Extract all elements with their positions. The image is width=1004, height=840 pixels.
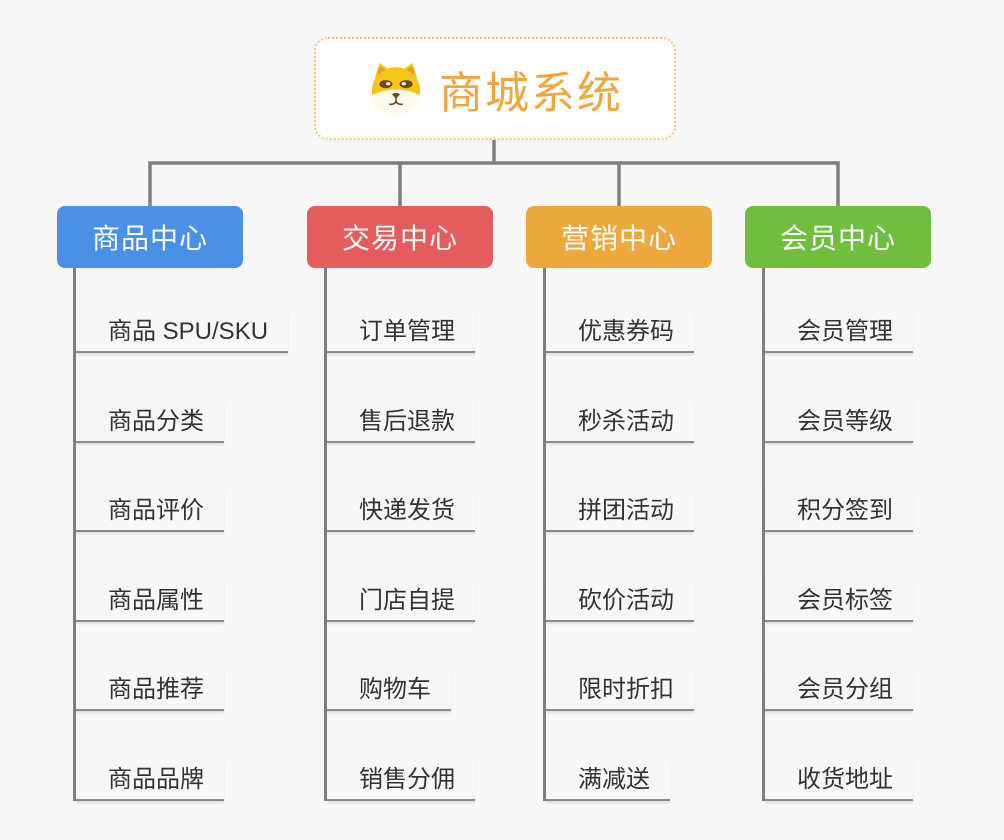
leaf-item[interactable]: 秒杀活动 bbox=[546, 353, 694, 443]
leaf-label: 门店自提 bbox=[327, 580, 475, 622]
leaf-item[interactable]: 拼团活动 bbox=[546, 443, 694, 532]
leaf-item[interactable]: 会员等级 bbox=[765, 353, 913, 443]
leaf-item[interactable]: 砍价活动 bbox=[546, 532, 694, 622]
leaf-label: 会员管理 bbox=[765, 311, 913, 353]
branch-header-trade[interactable]: 交易中心 bbox=[307, 206, 493, 268]
leaf-item[interactable]: 商品分类 bbox=[76, 353, 288, 443]
leaf-item[interactable]: 积分签到 bbox=[765, 443, 913, 532]
leaf-label: 售后退款 bbox=[327, 401, 475, 443]
leaf-label: 销售分佣 bbox=[327, 759, 475, 801]
leaf-item[interactable]: 商品 SPU/SKU bbox=[76, 268, 289, 353]
leaf-label: 积分签到 bbox=[765, 490, 913, 532]
leaf-label: 收货地址 bbox=[765, 759, 913, 801]
leaf-item[interactable]: 售后退款 bbox=[327, 353, 475, 443]
leaf-item[interactable]: 会员分组 bbox=[765, 622, 913, 711]
leaf-label: 拼团活动 bbox=[546, 490, 694, 532]
leaf-item[interactable]: 商品推荐 bbox=[76, 622, 288, 711]
dog-face-icon bbox=[371, 62, 421, 115]
leaf-item[interactable]: 会员管理 bbox=[765, 268, 913, 353]
leaf-label: 秒杀活动 bbox=[546, 401, 694, 443]
leaf-item[interactable]: 优惠券码 bbox=[546, 268, 694, 353]
leaf-label: 购物车 bbox=[327, 669, 451, 711]
leaf-label: 商品评价 bbox=[76, 490, 224, 532]
leaf-item[interactable]: 门店自提 bbox=[327, 532, 475, 622]
root-title: 商城系统 bbox=[439, 68, 623, 118]
branch-header-member[interactable]: 会员中心 bbox=[745, 206, 931, 268]
leaf-label: 商品品牌 bbox=[76, 759, 224, 801]
leaf-item[interactable]: 商品评价 bbox=[76, 443, 288, 532]
leaf-label: 商品推荐 bbox=[76, 669, 224, 711]
leaf-item[interactable]: 会员标签 bbox=[765, 532, 913, 622]
leaf-item[interactable]: 收货地址 bbox=[765, 711, 913, 801]
leaf-item[interactable]: 满减送 bbox=[546, 711, 694, 801]
leaf-label: 商品 SPU/SKU bbox=[76, 311, 289, 353]
leaf-column-trade: 订单管理 售后退款 快递发货 门店自提 购物车 销售分佣 bbox=[324, 268, 475, 801]
leaf-label: 会员等级 bbox=[765, 401, 913, 443]
leaf-label: 优惠券码 bbox=[546, 311, 694, 353]
leaf-label: 会员分组 bbox=[765, 669, 913, 711]
leaf-label: 商品属性 bbox=[76, 580, 224, 622]
leaf-item[interactable]: 商品品牌 bbox=[76, 711, 288, 801]
branch-header-marketing[interactable]: 营销中心 bbox=[526, 206, 712, 268]
leaf-column-marketing: 优惠券码 秒杀活动 拼团活动 砍价活动 限时折扣 满减送 bbox=[543, 268, 694, 801]
leaf-label: 满减送 bbox=[546, 759, 670, 801]
branch-header-product[interactable]: 商品中心 bbox=[57, 206, 243, 268]
leaf-label: 限时折扣 bbox=[546, 669, 694, 711]
leaf-label: 砍价活动 bbox=[546, 580, 694, 622]
leaf-item[interactable]: 订单管理 bbox=[327, 268, 475, 353]
leaf-column-product: 商品 SPU/SKU 商品分类 商品评价 商品属性 商品推荐 商品品牌 bbox=[73, 268, 289, 801]
leaf-column-member: 会员管理 会员等级 积分签到 会员标签 会员分组 收货地址 bbox=[762, 268, 913, 801]
root-node[interactable]: 商城系统 bbox=[314, 37, 676, 140]
leaf-item[interactable]: 购物车 bbox=[327, 622, 475, 711]
leaf-label: 商品分类 bbox=[76, 401, 224, 443]
leaf-item[interactable]: 限时折扣 bbox=[546, 622, 694, 711]
leaf-item[interactable]: 快递发货 bbox=[327, 443, 475, 532]
leaf-label: 订单管理 bbox=[327, 311, 475, 353]
leaf-item[interactable]: 商品属性 bbox=[76, 532, 288, 622]
leaf-label: 快递发货 bbox=[327, 490, 475, 532]
leaf-label: 会员标签 bbox=[765, 580, 913, 622]
leaf-item[interactable]: 销售分佣 bbox=[327, 711, 475, 801]
